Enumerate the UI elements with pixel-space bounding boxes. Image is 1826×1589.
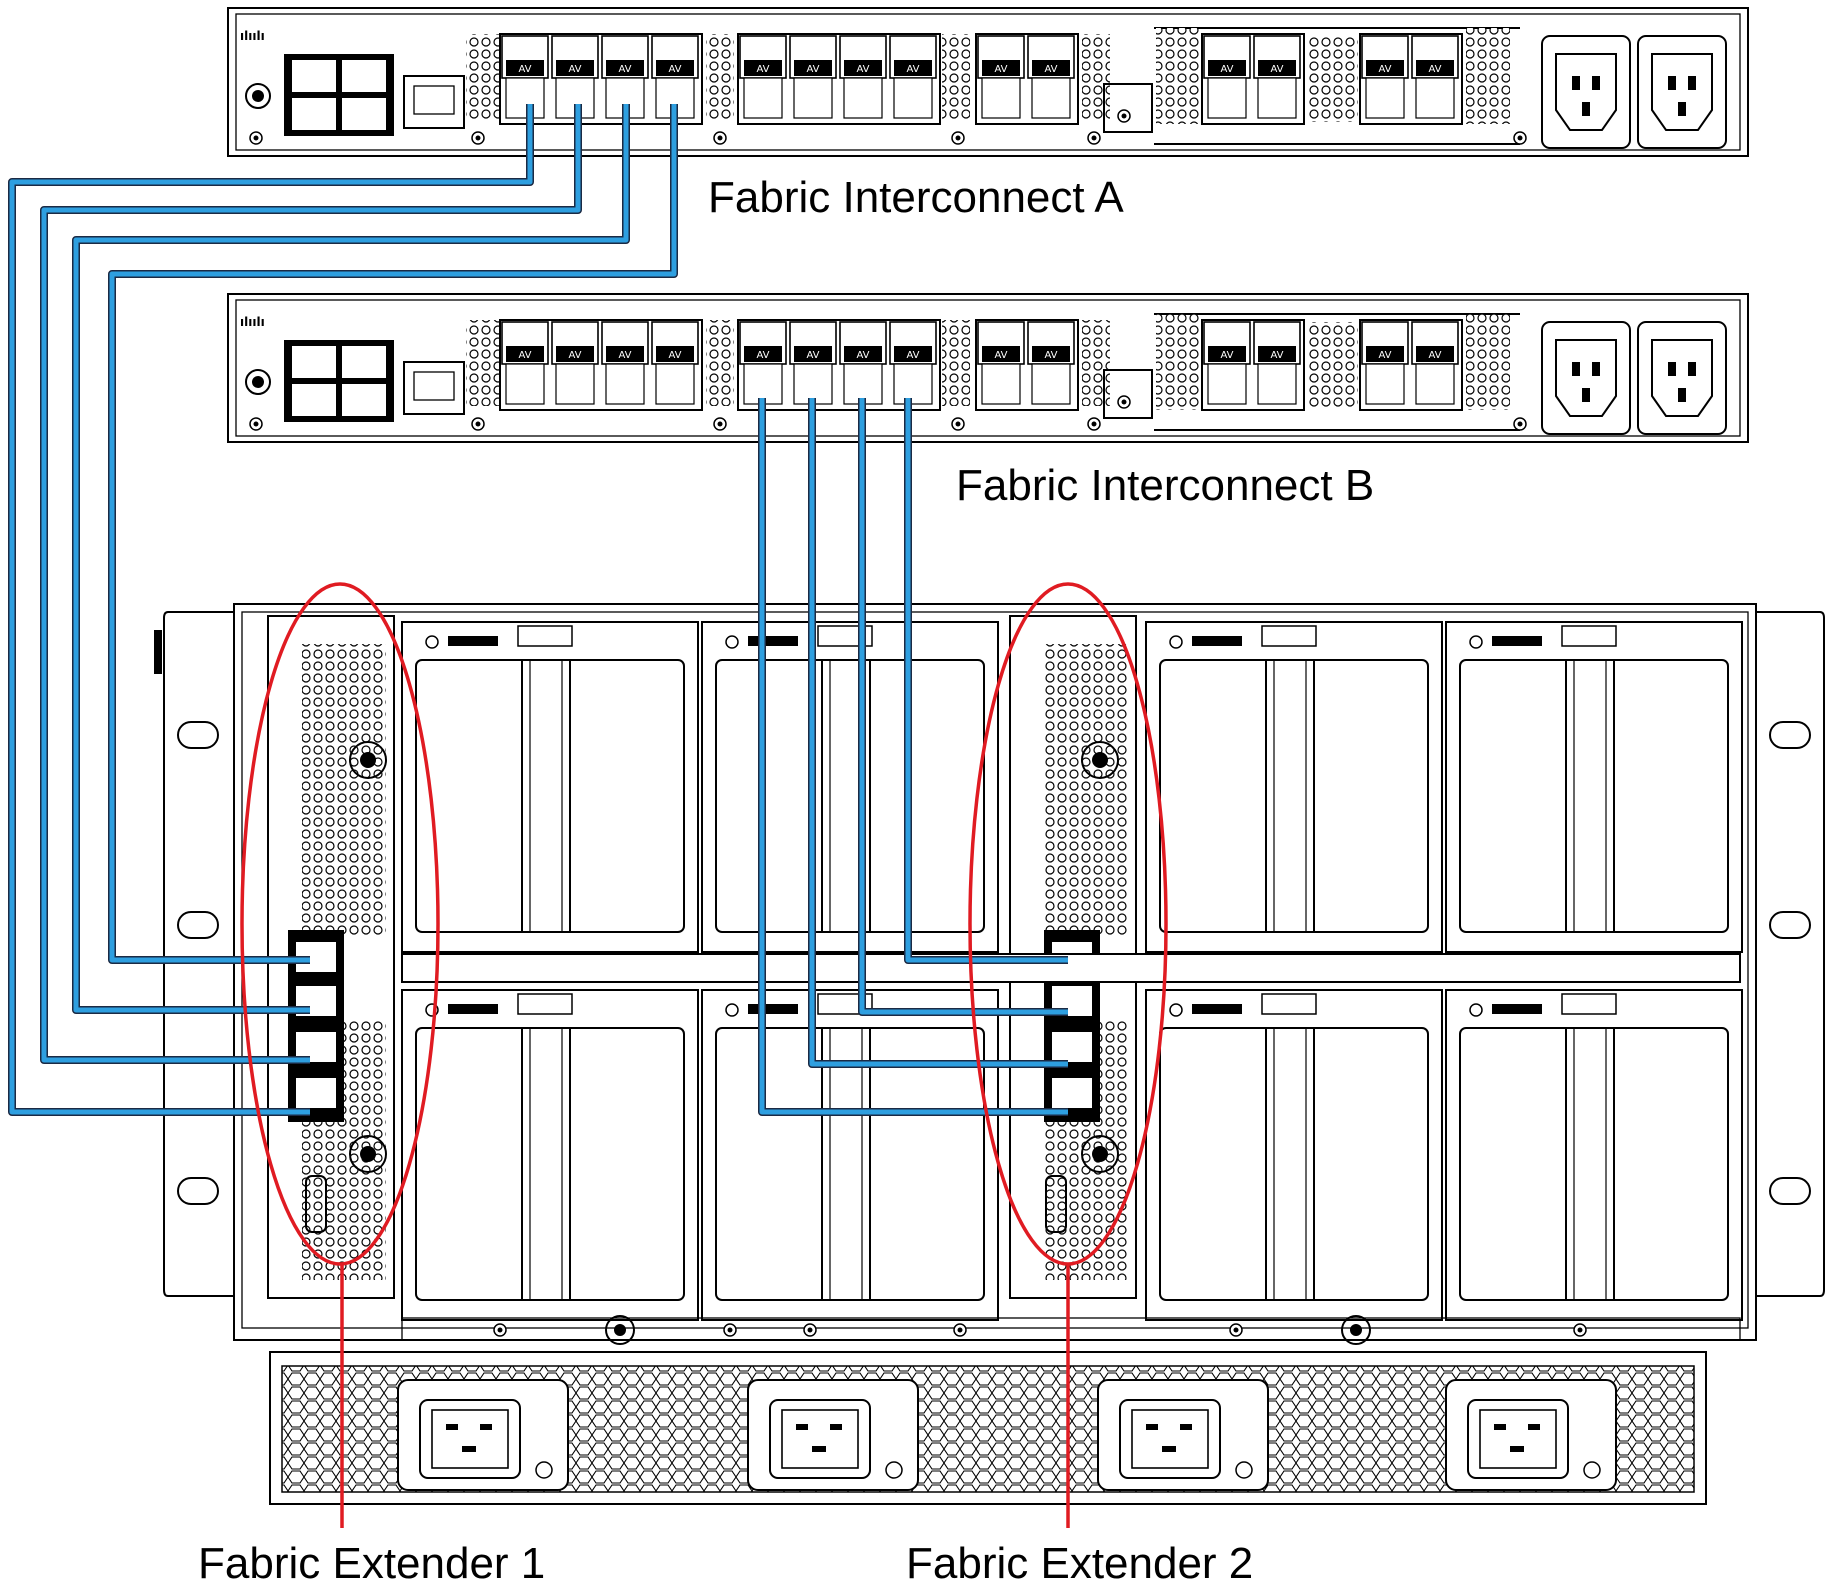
label-fabric-extender-2: Fabric Extender 2	[906, 1539, 1254, 1588]
fabric-extender-1-highlight	[240, 582, 440, 1528]
usb-port-icon	[305, 1175, 327, 1233]
cables-fi-a-to-fex-1	[8, 104, 678, 1116]
fabric-interconnect-a: ılıılı	[227, 7, 1749, 157]
cisco-logo-icon: ılıılı	[240, 29, 265, 43]
blade-chassis	[154, 603, 1825, 1505]
fabric-interconnect-b: ılıılı	[227, 293, 1749, 443]
cables-fi-b-to-fex-2	[758, 398, 1068, 1116]
label-fabric-interconnect-b: Fabric Interconnect B	[956, 461, 1375, 510]
cisco-logo-icon: ılıılı	[240, 315, 265, 329]
power-inlet-icon	[1541, 35, 1631, 149]
label-fabric-extender-1: Fabric Extender 1	[198, 1539, 546, 1588]
label-fabric-interconnect-a: Fabric Interconnect A	[708, 173, 1124, 222]
power-button-icon	[245, 83, 271, 109]
power-inlet-icon	[1637, 35, 1727, 149]
fabric-extender-2-highlight	[968, 582, 1168, 1528]
